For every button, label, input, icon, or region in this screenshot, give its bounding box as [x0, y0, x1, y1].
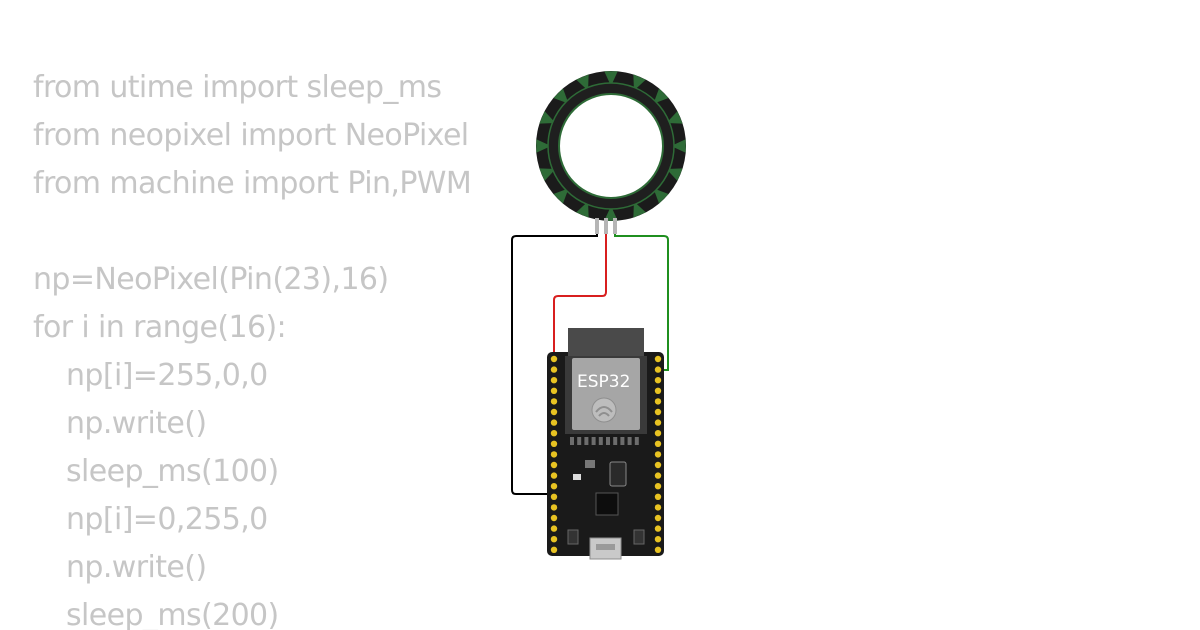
ring-led-5 — [604, 206, 618, 221]
left-pin-13[interactable] — [550, 483, 558, 490]
code-line-3: from machine import Pin,PWM — [33, 166, 472, 201]
module-pad — [613, 437, 618, 445]
left-pin-8[interactable] — [550, 430, 558, 437]
right-pin-16[interactable] — [654, 514, 662, 522]
right-pin-5[interactable] — [654, 398, 662, 405]
ground-wire[interactable] — [511, 224, 598, 495]
data-wire[interactable] — [614, 224, 669, 371]
left-pin-5[interactable] — [550, 398, 558, 405]
module-pads — [570, 437, 639, 445]
right-pin-15[interactable] — [654, 504, 662, 511]
esp32-board[interactable]: ESP32 — [547, 328, 664, 560]
ring-led-3 — [653, 188, 669, 204]
ring-led-12 — [576, 74, 589, 91]
code-line-12: sleep_ms(200) — [66, 598, 279, 630]
reset-button[interactable] — [633, 529, 645, 545]
right-pin-1[interactable] — [654, 355, 662, 363]
left-pin-15[interactable] — [550, 504, 558, 511]
boot-button[interactable] — [567, 529, 579, 545]
right-pin-3[interactable] — [654, 377, 662, 384]
code-line-8: np.write() — [66, 406, 207, 441]
right-pin-header[interactable] — [654, 355, 662, 553]
left-pin-2[interactable] — [550, 366, 558, 373]
power-wire[interactable] — [553, 224, 607, 358]
right-pin-17[interactable] — [654, 525, 662, 532]
module-pad — [634, 437, 639, 445]
espressif-logo-icon — [591, 397, 617, 423]
regulator — [609, 461, 627, 487]
code-line-10: np[i]=0,255,0 — [66, 502, 268, 537]
left-pin-17[interactable] — [550, 525, 558, 532]
chip-label: ESP32 — [577, 372, 630, 392]
right-pin-19[interactable] — [654, 546, 662, 553]
code-line-4 — [33, 208, 513, 256]
smd-part-2 — [573, 474, 581, 480]
ring-led-13 — [604, 71, 618, 86]
ring-connector-pins — [595, 218, 617, 234]
micro-usb-port-icon[interactable] — [589, 537, 622, 560]
ring-led-10 — [539, 111, 556, 124]
module-pad — [584, 437, 589, 445]
ring-led-2 — [666, 168, 683, 181]
left-pin-3[interactable] — [550, 377, 558, 384]
right-pin-13[interactable] — [654, 483, 662, 490]
ring-led-1 — [671, 139, 686, 153]
code-line-11: np.write() — [66, 550, 207, 585]
left-pin-12[interactable] — [550, 472, 558, 479]
ring-led-16 — [666, 111, 683, 124]
left-pin-10[interactable] — [550, 451, 558, 458]
left-pin-4[interactable] — [550, 387, 558, 394]
module-pad — [598, 437, 603, 445]
ring-led-15 — [653, 88, 669, 104]
code-line-6: for i in range(16): — [33, 310, 287, 345]
module-pad — [627, 437, 632, 445]
ring-led-4 — [633, 201, 646, 218]
right-pin-7[interactable] — [654, 419, 662, 426]
esp32-chip — [572, 358, 640, 430]
module-pad — [570, 437, 574, 445]
right-pin-10[interactable] — [654, 451, 662, 458]
left-pin-6[interactable] — [550, 408, 558, 416]
left-pin-7[interactable] — [550, 419, 558, 426]
ring-led-6 — [576, 201, 589, 218]
right-pin-6[interactable] — [654, 408, 662, 416]
left-pin-header[interactable] — [550, 355, 558, 553]
left-pin-11[interactable] — [550, 461, 558, 469]
module-pad — [606, 437, 610, 445]
code-line-9: sleep_ms(100) — [66, 454, 279, 489]
code-line-1: from utime import sleep_ms — [33, 70, 442, 105]
left-pin-16[interactable] — [550, 514, 558, 522]
left-pin-19[interactable] — [550, 546, 558, 553]
smd-part-1 — [585, 460, 595, 468]
module-pad — [591, 437, 596, 445]
code-line-7: np[i]=255,0,0 — [66, 358, 268, 393]
ring-led-9 — [536, 139, 551, 153]
right-pin-8[interactable] — [654, 430, 662, 437]
right-pin-18[interactable] — [654, 536, 662, 543]
left-pin-9[interactable] — [550, 440, 558, 447]
ring-led-14 — [633, 74, 646, 91]
right-pin-9[interactable] — [654, 440, 662, 447]
ring-led-11 — [553, 88, 569, 104]
ring-led-8 — [539, 168, 556, 181]
module-pad — [577, 437, 582, 445]
usb-uart-chip — [595, 492, 619, 516]
module-pad — [620, 437, 625, 445]
neopixel-ring-icon[interactable] — [536, 71, 686, 234]
code-line-5: np=NeoPixel(Pin(23),16) — [33, 262, 389, 297]
code-line-2: from neopixel import NeoPixel — [33, 118, 469, 153]
left-pin-1[interactable] — [550, 355, 558, 363]
ring-led-7 — [553, 188, 569, 204]
right-pin-11[interactable] — [654, 461, 662, 469]
left-pin-18[interactable] — [550, 536, 558, 543]
left-pin-14[interactable] — [550, 493, 558, 500]
antenna-area — [568, 328, 644, 358]
code-listing: from utime import sleep_ms from neopixel… — [33, 64, 513, 630]
right-pin-12[interactable] — [654, 472, 662, 479]
right-pin-4[interactable] — [654, 387, 662, 394]
right-pin-2[interactable] — [654, 366, 662, 373]
right-pin-14[interactable] — [654, 493, 662, 500]
